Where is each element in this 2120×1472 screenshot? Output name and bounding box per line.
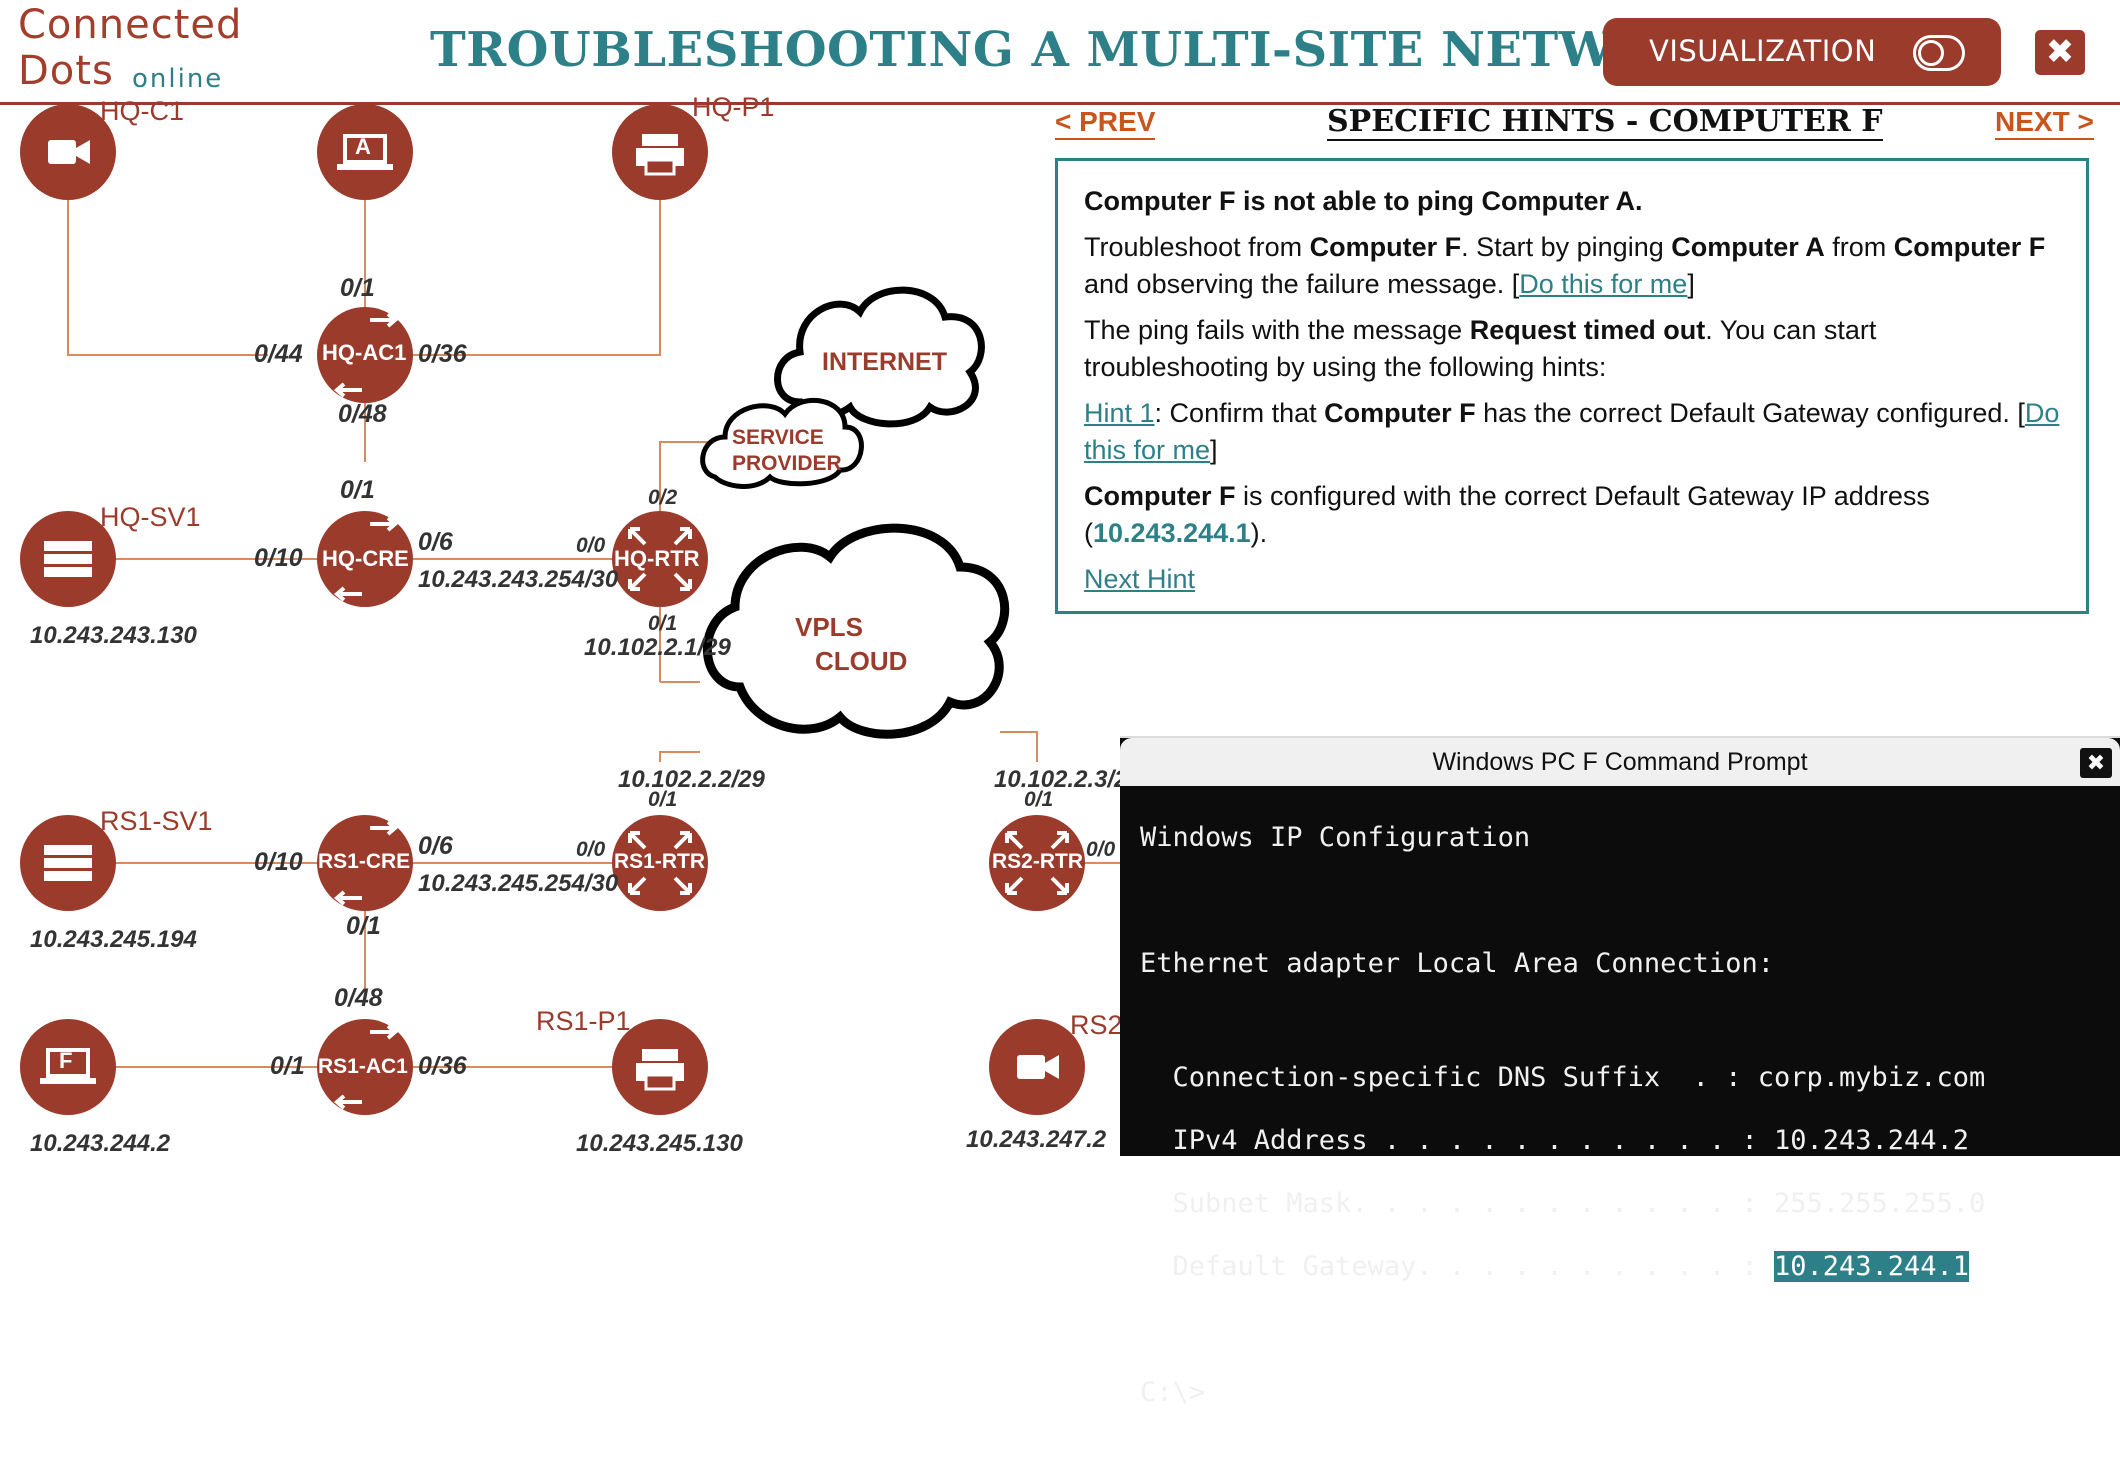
ip-label: 10.243.245.194 [30, 926, 197, 953]
hint-paragraph: Troubleshoot from Computer F. Start by p… [1084, 232, 2046, 299]
rs1-cre-label: RS1-CRE [318, 850, 411, 873]
do-this-for-me-link[interactable]: Do this for me [1519, 269, 1688, 299]
network-links [67, 152, 1120, 1068]
hint-paragraph: Computer F is configured with the correc… [1084, 481, 1930, 548]
hq-rtr-label: HQ-RTR [614, 546, 700, 571]
ip-label: 10.102.2.1/29 [584, 634, 731, 661]
port-label: 0/1 [346, 912, 381, 940]
logo: Connected Dots online [18, 2, 338, 98]
logo-text: Connected Dots [18, 2, 243, 94]
internet-cloud [774, 286, 985, 428]
computer-f-icon [20, 1019, 116, 1115]
port-label: 0/1 [340, 274, 375, 302]
command-input-line[interactable]: C:\> [1140, 1377, 2110, 1409]
port-label: 0/1 [648, 788, 678, 811]
port-label: 0/36 [418, 340, 467, 368]
service-provider-label-1: SERVICE [732, 426, 824, 449]
ip-label: 10.102.2.2/29 [618, 766, 765, 793]
port-label: 0/10 [254, 848, 303, 876]
ip-label: 10.243.247.2 [966, 1126, 1107, 1153]
command-output[interactable]: Windows IP Configuration Ethernet adapte… [1140, 790, 2110, 1409]
hint-paragraph: Next Hint [1084, 561, 2060, 598]
computer-f-letter: F [59, 1048, 73, 1073]
next-link[interactable]: NEXT > [1995, 106, 2094, 140]
switch-icon [317, 307, 413, 403]
computer-a-icon [317, 104, 413, 200]
computer-a-letter: A [355, 134, 371, 159]
port-label: 0/44 [254, 340, 303, 368]
rs2-rtr-label: RS2-RTR [992, 850, 1084, 873]
hq-c1-label: HQ-C1 [100, 96, 185, 126]
command-prompt-title: Windows PC F Command Prompt ✖ [1120, 738, 2120, 786]
vpls-label-2: CLOUD [815, 646, 908, 676]
vpls-cloud [702, 523, 1010, 739]
hint-paragraph: Hint 1: Confirm that Computer F has the … [1084, 398, 2060, 465]
ip-label: 10.243.245.254/30 [418, 870, 619, 897]
port-label: 0/1 [340, 476, 375, 504]
service-provider-label-2: PROVIDER [732, 452, 842, 475]
visualization-toggle-button[interactable]: VISUALIZATION [1603, 18, 2001, 86]
port-label: 0/1 [1024, 788, 1054, 811]
port-label: 0/1 [648, 612, 678, 635]
network-diagram: INTERNET SERVICE PROVIDER VPLS CLOUD [0, 92, 1166, 1157]
port-label: 0/1 [270, 1052, 305, 1080]
rs1-rtr-label: RS1-RTR [614, 850, 706, 873]
ip-label: 10.243.244.2 [30, 1130, 171, 1157]
switch-icon [317, 511, 413, 607]
hint-1-link[interactable]: Hint 1 [1084, 398, 1155, 428]
header-bar: Connected Dots online TROUBLESHOOTING A … [0, 0, 2120, 105]
close-button[interactable]: ✖ [2035, 30, 2085, 75]
port-label: 0/0 [576, 838, 606, 861]
switch-icon [317, 815, 413, 911]
logo-subtext: online [132, 64, 224, 94]
hint-paragraph: The ping fails with the message Request … [1084, 315, 1877, 382]
rs1-sv1-label: RS1-SV1 [100, 806, 213, 836]
hq-ac1-label: HQ-AC1 [322, 340, 407, 365]
hq-sv1-label: HQ-SV1 [100, 502, 201, 532]
rs1-p1-label: RS1-P1 [536, 1006, 631, 1036]
next-hint-link[interactable]: Next Hint [1084, 564, 1196, 594]
ip-label: 10.243.243.130 [30, 622, 197, 649]
text-cursor [1207, 1377, 1210, 1405]
port-label: 0/0 [1086, 838, 1116, 861]
port-label: 0/48 [334, 984, 383, 1012]
hint-problem: Computer F is not able to ping Computer … [1084, 186, 1643, 216]
port-label: 0/10 [254, 544, 303, 572]
internet-label: INTERNET [822, 348, 947, 376]
do-this-for-me-link[interactable]: Do this for me [1084, 398, 2060, 465]
ip-label: 10.243.245.130 [576, 1130, 743, 1157]
rs1-ac1-label: RS1-AC1 [318, 1055, 408, 1078]
port-label: 0/6 [418, 528, 453, 556]
hint-paragraph: Computer F is not able to ping Computer … [1084, 183, 2060, 220]
ip-label: 10.243.243.254/30 [418, 566, 619, 593]
switch-icon [317, 1019, 413, 1115]
device-icons [20, 104, 1085, 1115]
hq-p1-label: HQ-P1 [692, 92, 775, 122]
ip-label: 10.102.2.3/29 [994, 766, 1141, 793]
prev-link[interactable]: < PREV [1055, 106, 1156, 140]
hq-cre-label: HQ-CRE [322, 546, 409, 571]
port-label: 0/2 [648, 486, 678, 509]
command-prompt-window[interactable]: Windows PC F Command Prompt ✖ Windows IP… [1120, 736, 2120, 1409]
close-icon[interactable]: ✖ [2080, 748, 2112, 778]
port-label: 0/6 [418, 832, 453, 860]
toggle-switch-icon[interactable] [1913, 35, 1965, 71]
port-label: 0/48 [338, 400, 387, 428]
vpls-label-1: VPLS [795, 612, 863, 642]
page-title: TROUBLESHOOTING A MULTI-SITE NETWORK [430, 22, 1739, 78]
port-label: 0/36 [418, 1052, 467, 1080]
hints-title: SPECIFIC HINTS - COMPUTER F [1327, 104, 1883, 141]
service-provider-cloud [700, 398, 864, 489]
hints-panel: Computer F is not able to ping Computer … [1055, 158, 2089, 614]
gateway-ip: 10.243.244.1 [1093, 518, 1251, 548]
visualization-label: VISUALIZATION [1649, 34, 1877, 68]
port-label: 0/0 [576, 534, 606, 557]
selected-gateway-text[interactable]: 10.243.244.1 [1773, 1251, 1970, 1282]
